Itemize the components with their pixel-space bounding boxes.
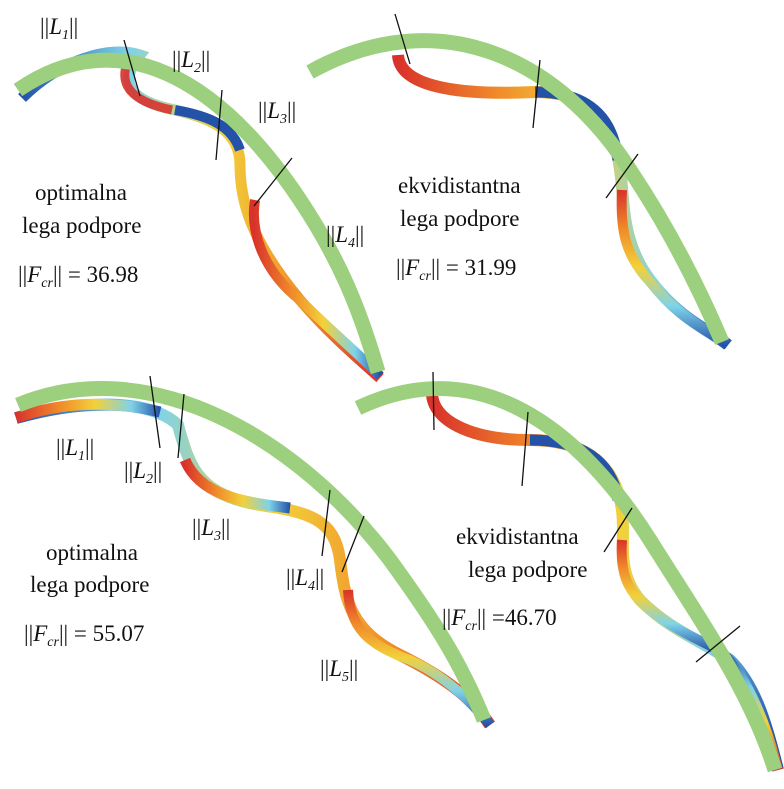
undeformed-beam [306,33,729,345]
support-line [177,393,185,459]
segment-label-l1: ||L1|| [56,435,94,464]
support-line [321,489,331,557]
segment-label-l1: ||L1|| [40,14,78,43]
caption-line2: lega podpore [30,572,149,597]
caption-line2: lega podpore [400,206,519,231]
caption-line1: optimalna [46,540,138,565]
caption-line2: lega podpore [468,557,587,582]
panel-top-left: ||L1|| ||L2|| ||L3|| ||L4|| optimalna le… [13,14,386,383]
critical-force-label: ||Fcr|| = 31.99 [396,255,516,284]
undeformed-beam [354,381,783,773]
support-line [253,157,293,207]
support-line [521,411,529,487]
panel-top-right: ekvidistantna lega podpore ||Fcr|| = 31.… [306,13,732,350]
support-line [432,371,435,431]
segment-label-l3: ||L3|| [192,515,230,544]
critical-force-label: ||Fcr|| =46.70 [442,605,557,634]
support-line [605,153,639,199]
caption-line1: ekvidistantna [456,524,579,549]
support-line [215,89,223,161]
support-line [123,39,141,97]
segment-label-l2: ||L2|| [124,458,162,487]
panel-bottom-right: ekvidistantna lega podpore ||Fcr|| =46.7… [354,371,784,773]
critical-force-label: ||Fcr|| = 36.98 [18,262,138,291]
support-line [149,375,161,449]
caption-line2: lega podpore [22,213,141,238]
segment-label-l2: ||L2|| [172,47,210,76]
support-line [532,59,541,129]
segment-label-l4: ||L4|| [326,222,364,251]
undeformed-beam [13,52,386,375]
segment-label-l5: ||L5|| [320,656,358,685]
caption-line1: ekvidistantna [398,173,521,198]
support-line [695,625,741,663]
segment-label-l3: ||L3|| [258,98,296,127]
panel-bottom-left: ||L1|| ||L2|| ||L3|| ||L4|| ||L5|| optim… [14,375,495,729]
undeformed-beam [15,381,491,723]
support-line [394,13,411,65]
support-line [341,515,365,573]
critical-force-label: ||Fcr|| = 55.07 [24,621,144,650]
caption-line1: optimalna [35,180,127,205]
support-line [603,507,633,553]
segment-label-l4: ||L4|| [286,565,324,594]
